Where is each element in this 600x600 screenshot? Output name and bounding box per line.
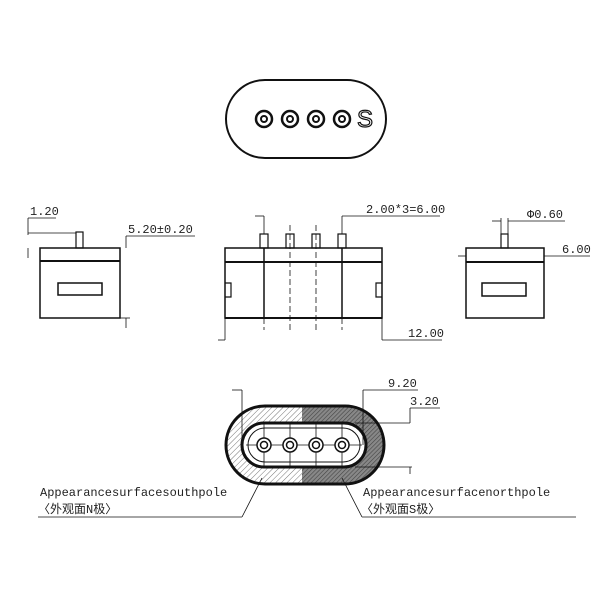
label-north-pole-cn: 〈外观面S极〉 [361, 502, 440, 517]
dim-width: 6.00 [562, 243, 591, 257]
dim-pitch: 2.00*3=6.00 [366, 203, 445, 217]
label-south-pole-cn: 〈外观面N极〉 [38, 502, 117, 517]
dim-outer: 9.20 [388, 377, 417, 391]
label-north-pole: Appearancesurfacenorthpole [363, 486, 550, 500]
top-view: S [225, 79, 387, 159]
left-side-view [27, 217, 195, 328]
dim-pin-height: 1.20 [30, 205, 59, 219]
dim-inner: 3.20 [410, 395, 439, 409]
front-view [218, 215, 442, 341]
dim-pin-diameter: Φ0.60 [527, 208, 563, 222]
s-mark: S [357, 106, 373, 133]
bottom-view [38, 389, 576, 518]
dim-height: 5.20±0.20 [128, 223, 193, 237]
label-south-pole: Appearancesurfacesouthpole [40, 486, 227, 500]
pin-circles [254, 109, 352, 129]
dim-length: 12.00 [408, 327, 444, 341]
right-side-view [458, 218, 590, 319]
